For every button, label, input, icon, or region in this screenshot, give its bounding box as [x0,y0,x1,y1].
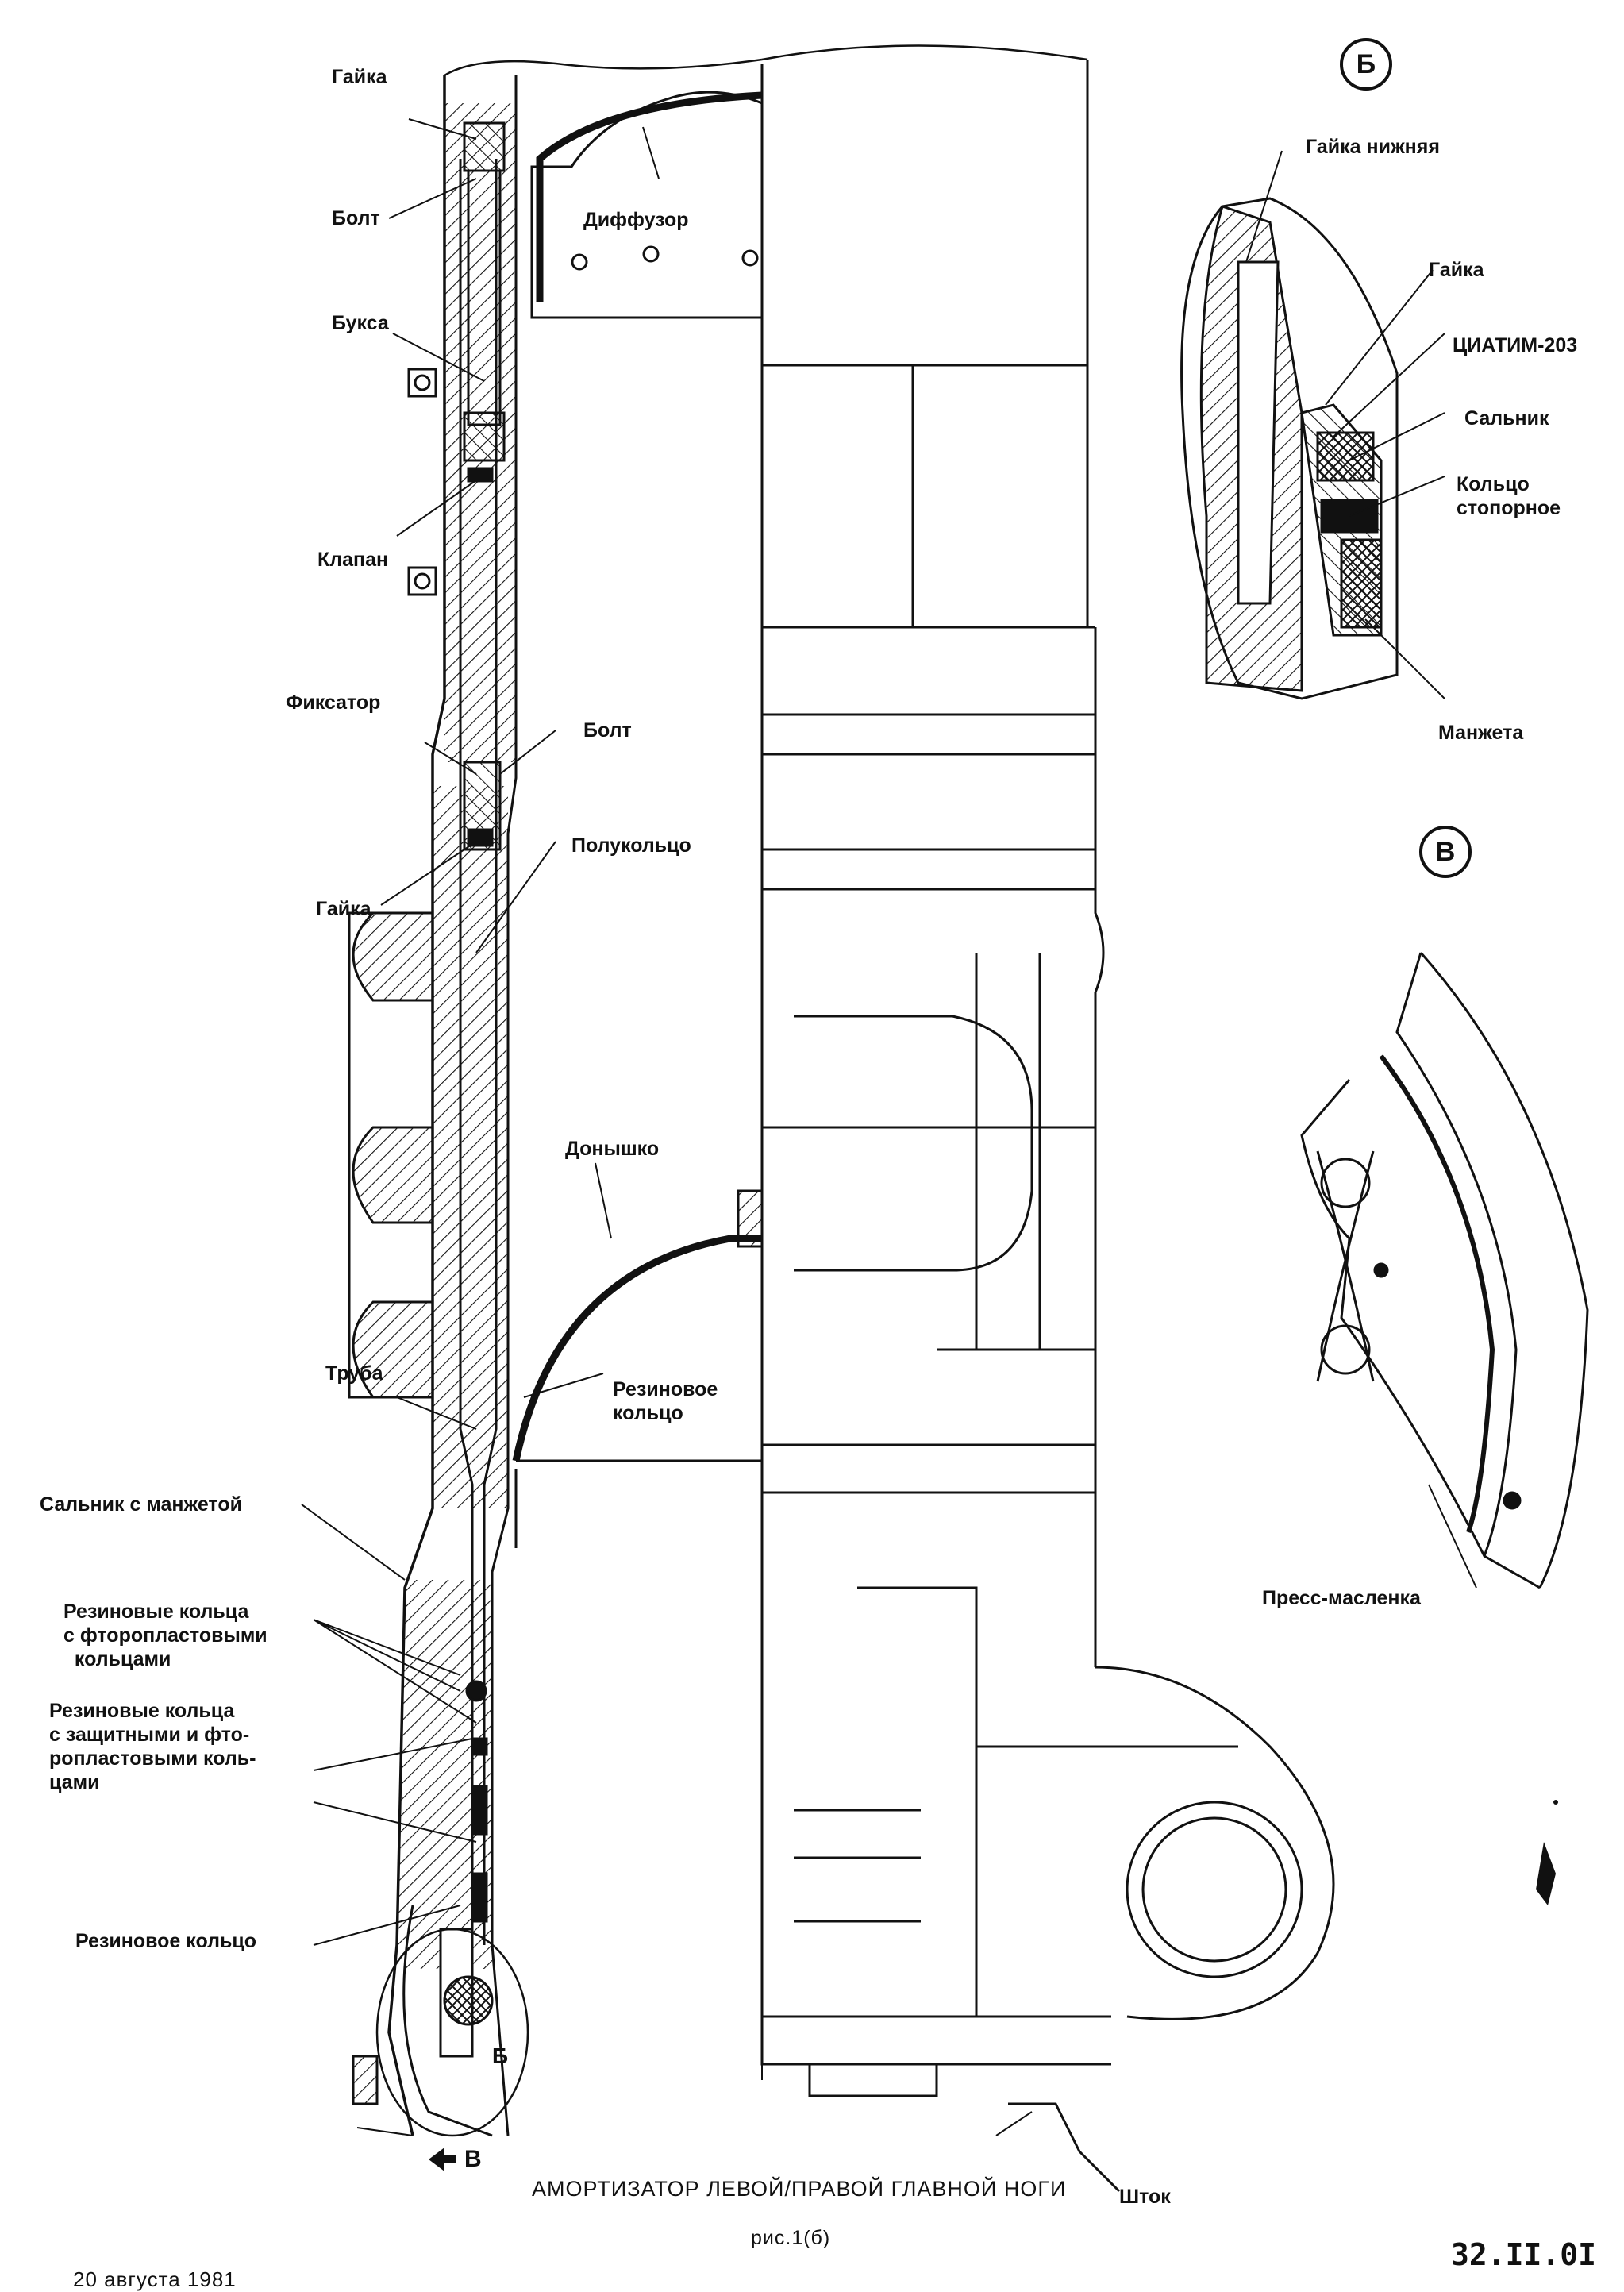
label-bolt-top: Болт [332,207,380,229]
label-gayka-b: Гайка [1429,259,1484,281]
label-bolt-mid: Болт [583,719,632,742]
label-rezinovoe-koltso-low: Резиновое кольцо [75,1930,257,1952]
label-klapan: Клапан [317,549,389,571]
label-donyshko: Донышко [565,1138,660,1160]
label-shtok: Шток [1119,2186,1171,2208]
detail-b-view [1180,197,1399,700]
label-arrow-v: В [464,2146,482,2172]
label-manzheta: Манжета [1438,722,1524,744]
label-polukoltso: Полукольцо [571,834,691,857]
main-section-view [348,44,1088,2137]
label-gayka-nizhnyaya: Гайка нижняя [1306,136,1440,158]
label-rezinovoe-koltso-mid: Резиновое кольцо [613,1378,718,1424]
footer-partial: 20 августа 1981 [73,2267,237,2291]
view-marker-b: Б [1340,38,1392,91]
label-buksa: Букса [332,312,389,334]
label-tsiatim: ЦИАТИМ-203 [1453,334,1578,356]
label-truba: Труба [325,1362,383,1385]
label-gayka-top: Гайка [332,66,387,88]
scan-marks [1536,1800,1558,1905]
label-gayka-mid: Гайка [316,898,371,920]
label-fiksator: Фиксатор [286,691,381,714]
label-salnik-manzheta: Сальник с манжетой [40,1493,242,1516]
label-rings-protect: Резиновые кольца с защитными и фто- ропл… [49,1700,256,1793]
view-arrow-v [429,2148,456,2171]
label-rings-fluoro: Резиновые кольца с фторопластовыми кольц… [63,1601,267,1670]
detail-v-view [1300,952,1589,1589]
figure-number: рис.1(б) [751,2227,831,2249]
label-press-maslenka: Пресс-масленка [1262,1587,1421,1609]
label-detail-b-marker: Б [492,2044,509,2068]
drawing-title: АМОРТИЗАТОР ЛЕВОЙ/ПРАВОЙ ГЛАВНОЙ НОГИ [532,2177,1067,2201]
label-diffuzor: Диффузор [583,209,689,231]
outer-body-view [760,60,1335,2193]
view-marker-v: В [1419,826,1472,878]
label-koltso-stopornoe: Кольцо стопорное [1457,473,1561,519]
label-salnik-b: Сальник [1464,407,1549,430]
leader-lines [301,118,1477,2136]
page-number: 32.II.0I [1451,2237,1597,2272]
